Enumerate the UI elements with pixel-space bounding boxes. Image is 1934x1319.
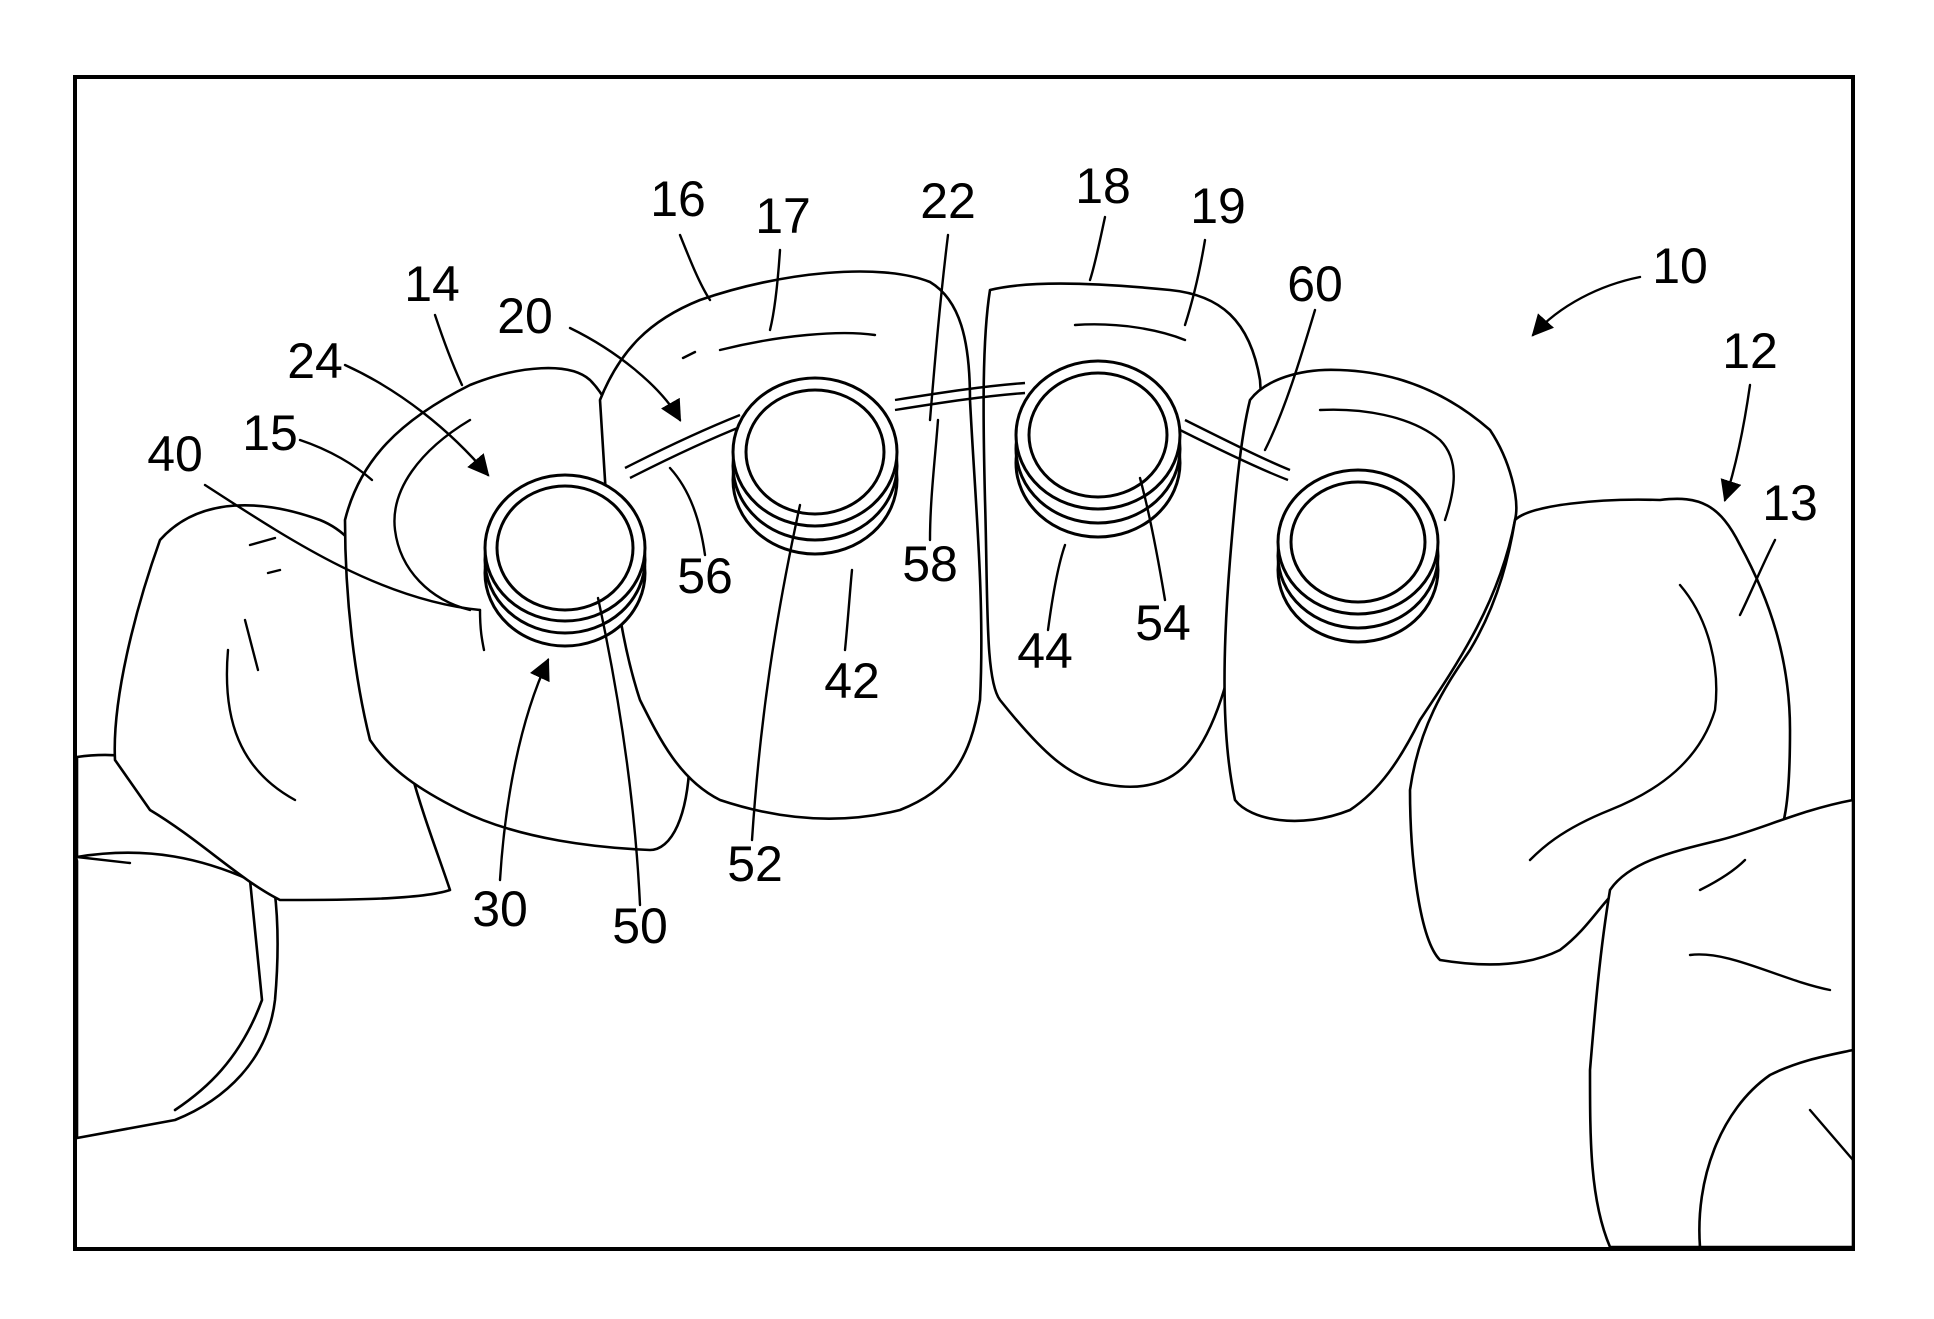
numeral-17: 17 <box>755 188 811 244</box>
numeral-52: 52 <box>727 836 783 892</box>
numeral-13: 13 <box>1762 475 1818 531</box>
numeral-24: 24 <box>287 333 343 389</box>
numeral-20: 20 <box>497 288 553 344</box>
numeral-54: 54 <box>1135 595 1191 651</box>
numeral-56: 56 <box>677 548 733 604</box>
numeral-40: 40 <box>147 426 203 482</box>
numeral-42: 42 <box>824 653 880 709</box>
numeral-12: 12 <box>1722 323 1778 379</box>
dental-arch <box>77 272 1853 1247</box>
leader-16 <box>680 235 710 300</box>
numeral-15: 15 <box>242 405 298 461</box>
bracket-right <box>1278 470 1438 642</box>
leader-12 <box>1725 385 1750 500</box>
numeral-30: 30 <box>472 881 528 937</box>
numeral-58: 58 <box>902 536 958 592</box>
numeral-14: 14 <box>404 256 460 312</box>
numeral-10: 10 <box>1652 238 1708 294</box>
numeral-44: 44 <box>1017 623 1073 679</box>
numeral-50: 50 <box>612 898 668 954</box>
leader-15 <box>300 440 372 480</box>
numeral-22: 22 <box>920 173 976 229</box>
bracket-42 <box>733 378 897 554</box>
bracket-30 <box>485 475 645 646</box>
leader-10 <box>1533 277 1640 335</box>
numeral-60: 60 <box>1287 256 1343 312</box>
bracket-44 <box>1016 361 1180 537</box>
numeral-18: 18 <box>1075 158 1131 214</box>
leader-14 <box>435 315 462 385</box>
leader-18 <box>1090 217 1105 280</box>
numeral-16: 16 <box>650 171 706 227</box>
numeral-19: 19 <box>1190 178 1246 234</box>
